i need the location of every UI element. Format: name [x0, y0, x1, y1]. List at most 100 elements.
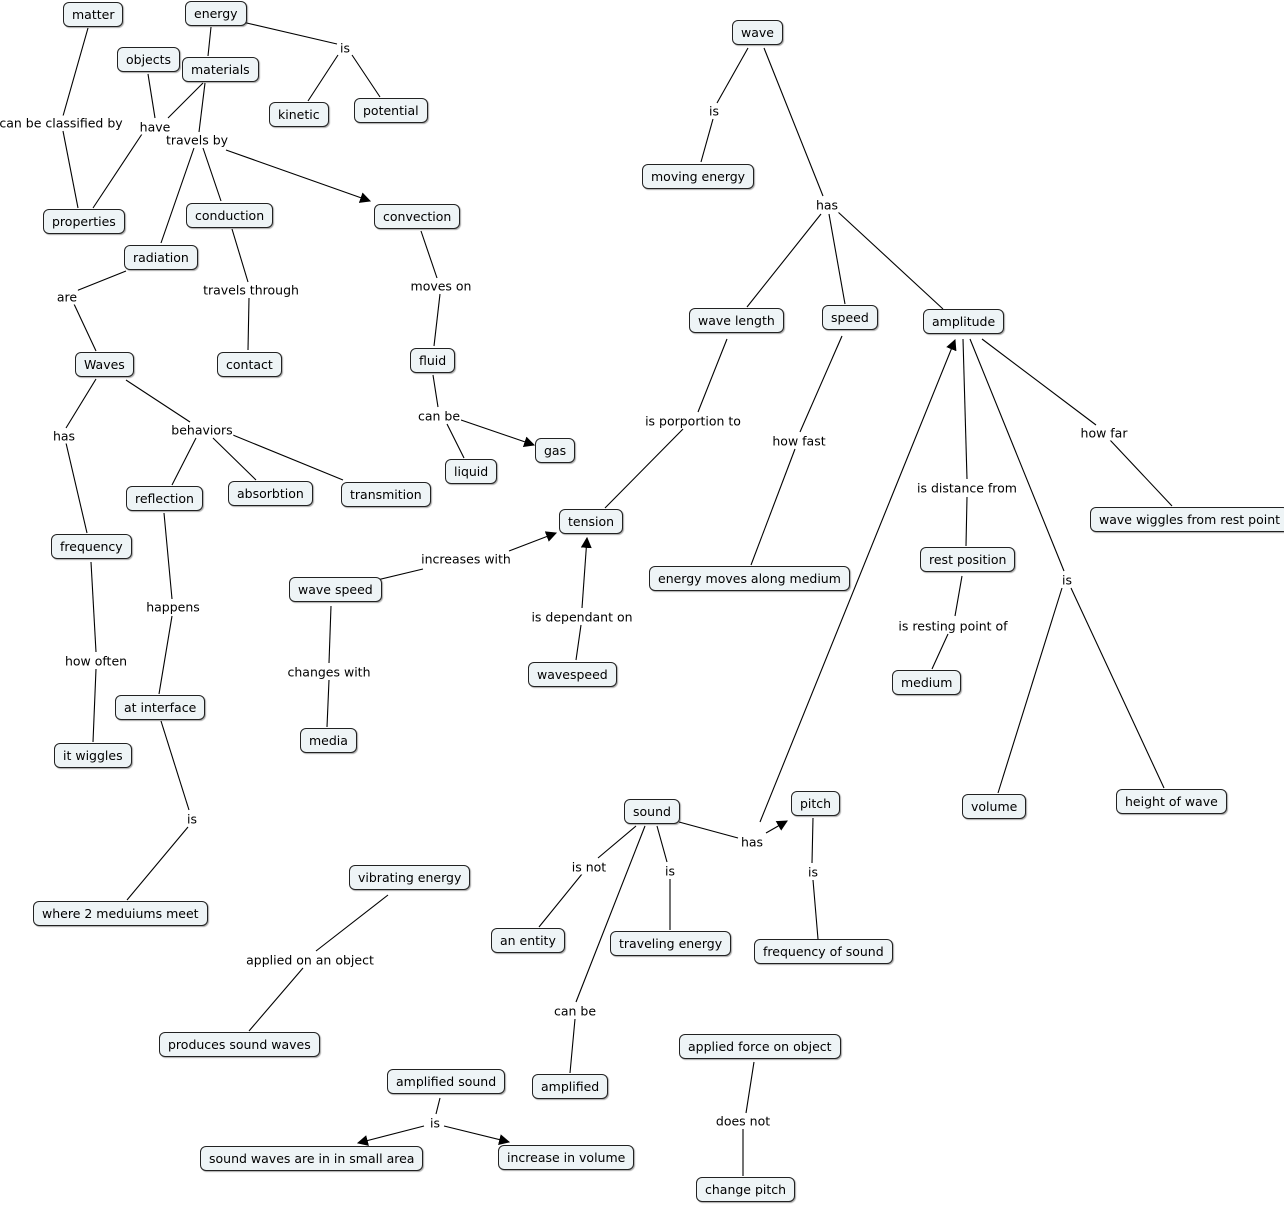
concept-tension[interactable]: tension	[559, 509, 624, 534]
edge	[1109, 439, 1173, 507]
concept-convection[interactable]: convection	[374, 204, 461, 229]
edge	[307, 54, 339, 102]
concept-rest-position[interactable]: rest position	[920, 547, 1016, 572]
concept-contact[interactable]: contact	[217, 352, 282, 377]
link-moves-on: moves on	[409, 278, 473, 294]
concept-frequency[interactable]: frequency	[51, 534, 132, 559]
concept-wave-length[interactable]: wave length	[689, 308, 784, 333]
concept-traveling-energy[interactable]: traveling energy	[610, 931, 732, 956]
link-amplified-is: is	[429, 1115, 441, 1131]
concept-liquid[interactable]: liquid	[445, 459, 498, 484]
concept-fluid[interactable]: fluid	[410, 348, 456, 373]
concept-conduction[interactable]: conduction	[186, 203, 274, 228]
concept-frequency-of-sound[interactable]: frequency of sound	[754, 939, 893, 964]
concept-produces-sound-waves[interactable]: produces sound waves	[159, 1032, 320, 1057]
concept-matter[interactable]: matter	[63, 2, 124, 27]
edge	[828, 213, 846, 305]
link-does-not: does not	[714, 1113, 772, 1129]
link-how-far: how far	[1079, 425, 1129, 441]
edge	[597, 825, 637, 859]
edge	[315, 894, 389, 952]
concept-increase-in-volume[interactable]: increase in volume	[498, 1145, 635, 1170]
concept-objects[interactable]: objects	[117, 47, 181, 72]
edge	[227, 432, 344, 481]
edge	[376, 568, 424, 581]
edge	[198, 82, 206, 133]
concept-vibrating-energy[interactable]: vibrating energy	[349, 865, 471, 890]
edge	[125, 379, 191, 423]
concept-amplified-sound[interactable]: amplified sound	[387, 1069, 506, 1094]
concept-materials[interactable]: materials	[182, 57, 259, 82]
concept-wave[interactable]: wave	[732, 20, 783, 45]
concept-volume[interactable]: volume	[962, 794, 1027, 819]
concept-it-wiggles[interactable]: it wiggles	[54, 743, 132, 768]
concept-wave-speed[interactable]: wave speed	[289, 577, 382, 602]
edge	[965, 496, 968, 547]
concept-transmition[interactable]: transmition	[341, 482, 431, 507]
link-is-resting-point-of: is resting point of	[897, 618, 1009, 634]
concept-pitch[interactable]: pitch	[791, 791, 841, 816]
concept-height-of-wave[interactable]: height of wave	[1116, 789, 1227, 814]
concept-applied-force-on-object[interactable]: applied force on object	[679, 1034, 841, 1059]
edge	[326, 679, 330, 728]
concept-gas[interactable]: gas	[535, 438, 576, 463]
link-waves-has: has	[51, 428, 77, 444]
concept-reflection[interactable]: reflection	[126, 486, 203, 511]
edge	[569, 1018, 576, 1074]
concept-media[interactable]: media	[300, 728, 357, 753]
link-travels-through: travels through	[202, 282, 300, 298]
edge	[212, 437, 257, 481]
edge	[716, 47, 749, 104]
concept-potential[interactable]: potential	[354, 98, 428, 123]
concept-moving-energy[interactable]: moving energy	[642, 164, 755, 189]
edge	[799, 335, 843, 433]
edge	[65, 442, 88, 534]
concept-properties[interactable]: properties	[43, 209, 125, 234]
edge	[763, 47, 824, 197]
concept-wavespeed[interactable]: wavespeed	[528, 662, 617, 687]
link-sound-has: has	[739, 834, 765, 850]
concept-waves[interactable]: Waves	[75, 352, 134, 377]
edge	[954, 575, 963, 617]
concept-amplified[interactable]: amplified	[532, 1074, 609, 1099]
edge	[171, 437, 197, 486]
concept-sound[interactable]: sound	[624, 799, 680, 824]
edge	[1070, 587, 1165, 789]
edge	[837, 211, 944, 310]
link-can-be-classified-by: can be classified by	[0, 115, 124, 131]
edge	[225, 149, 372, 203]
edge	[92, 133, 143, 209]
concept-amplitude[interactable]: amplitude	[923, 309, 1005, 334]
edge	[811, 817, 814, 864]
concept-energy-moves-along-medium[interactable]: energy moves along medium	[649, 566, 850, 591]
concept-energy[interactable]: energy	[185, 1, 247, 26]
concept-an-entity[interactable]: an entity	[491, 928, 565, 953]
edge	[126, 826, 189, 901]
concept-change-pitch[interactable]: change pitch	[696, 1177, 796, 1202]
concept-where-2-mediums-meet[interactable]: where 2 meduiums meet	[33, 901, 208, 926]
edge	[65, 378, 97, 429]
link-increases-with: increases with	[420, 551, 512, 567]
edge	[432, 374, 439, 408]
link-sound-is: is	[664, 863, 676, 879]
link-fluid-can-be: can be	[416, 408, 462, 424]
link-energy-is: is	[339, 40, 351, 56]
link-have: have	[138, 119, 172, 135]
concept-medium[interactable]: medium	[892, 670, 962, 695]
concept-kinetic[interactable]: kinetic	[269, 102, 329, 127]
link-is-porportion-to: is porportion to	[644, 413, 742, 429]
concept-speed[interactable]: speed	[822, 305, 878, 330]
edge	[812, 879, 819, 940]
edge	[248, 967, 304, 1032]
concept-wave-wiggles-from-rest-point[interactable]: wave wiggles from rest point	[1090, 507, 1284, 532]
concept-at-interface[interactable]: at interface	[115, 695, 206, 720]
concept-sound-waves-small-area[interactable]: sound waves are in in small area	[200, 1146, 424, 1171]
link-happens: happens	[145, 599, 201, 615]
edge	[575, 624, 582, 661]
edge	[247, 297, 250, 351]
concept-radiation[interactable]: radiation	[124, 245, 198, 270]
edge	[160, 147, 195, 244]
edge	[931, 633, 949, 670]
concept-absorbtion[interactable]: absorbtion	[228, 481, 313, 506]
